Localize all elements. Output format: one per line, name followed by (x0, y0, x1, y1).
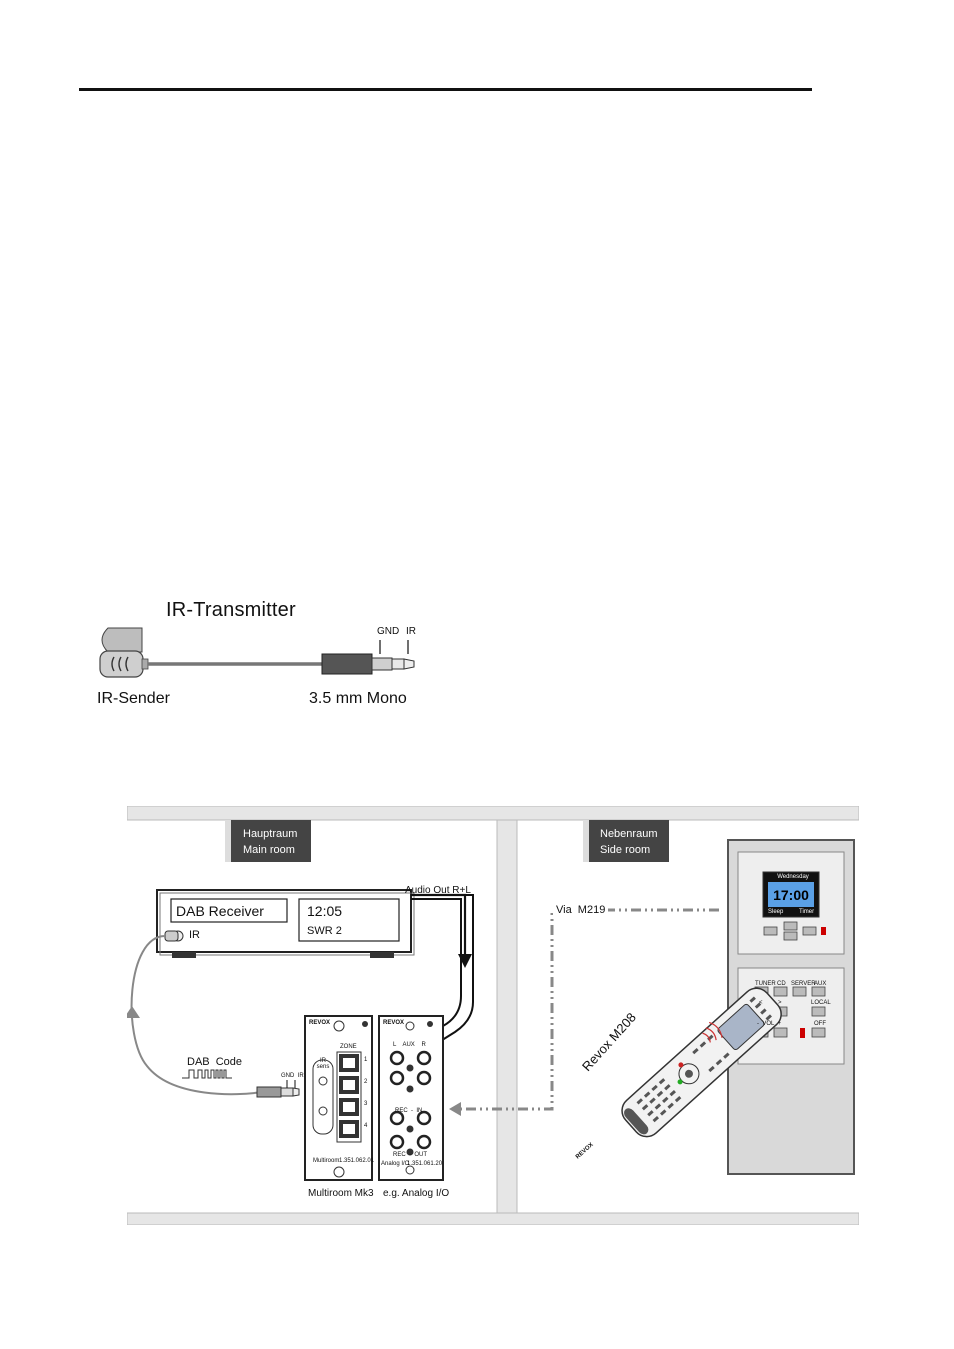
multiroom-ir-sens: IR sens (316, 1058, 330, 1070)
zone-2: 2 (364, 1079, 368, 1085)
keypad-clock: 17:00 (773, 887, 809, 903)
keypad-cd: CD (777, 981, 786, 987)
multiroom-zone: ZONE (340, 1044, 357, 1050)
main-room-label: Hauptraum Main room (243, 826, 297, 858)
analog-rec-in-label: REC - IN (395, 1108, 423, 1114)
main-room-tag (231, 820, 311, 862)
analog-rec-out-label: REC - OUT (393, 1152, 427, 1158)
analog-footer-right: 1.351.061.20 (407, 1161, 443, 1167)
keypad-aux: AUX (814, 981, 827, 987)
dab-code-waveform (182, 1069, 232, 1079)
analog-brand: REVOX (383, 1020, 405, 1026)
zone-3: 3 (364, 1101, 368, 1107)
main-room-line1: Hauptraum (243, 828, 298, 840)
mono-plug-icon (321, 640, 415, 675)
ir-transmitter-title: IR-Transmitter (166, 599, 296, 621)
audio-out-label: Audio Out R+L (405, 885, 471, 896)
receiver-time: 12:05 (307, 903, 343, 919)
rca-jacks (389, 1050, 432, 1150)
wall-middle (496, 819, 518, 1214)
keypad-vol: - VOL + (757, 1021, 781, 1027)
audio-cable-arrow (411, 893, 467, 956)
receiver-foot-left (172, 952, 196, 958)
analog-aux-label: L AUX R (393, 1042, 426, 1048)
setup-diagram: Hauptraum Main room Nebenraum Side room … (127, 806, 859, 1225)
keypad-tuner: TUNER (755, 981, 776, 987)
multiroom-caption: Multiroom Mk3 (308, 1188, 374, 1199)
ir-arrow-up (127, 1006, 140, 1018)
via-label: Via M219 (553, 904, 609, 916)
keypad-sleep: Sleep (768, 909, 784, 915)
plug-label: 3.5 mm Mono (309, 690, 407, 707)
pin-gnd-label: GND (377, 626, 400, 637)
zone-1: 1 (364, 1057, 368, 1063)
keypad-off: OFF (814, 1021, 826, 1027)
analog-caption: e.g. Analog I/O (383, 1188, 450, 1199)
receiver-ir-label: IR (189, 929, 200, 941)
side-room-label: Nebenraum Side room (600, 826, 657, 858)
receiver-display (298, 898, 400, 942)
side-plug-pins: GND IR (281, 1073, 304, 1079)
audio-cable-r (419, 894, 474, 1053)
keypad-next: > (778, 1000, 782, 1006)
dab-code-label: DAB Code (187, 1056, 243, 1068)
keypad-server: SERVER (791, 981, 816, 987)
multiroom-module (304, 1015, 373, 1181)
wall-top (127, 806, 859, 821)
keypad-timer: Timer (799, 909, 815, 915)
via-arrow-head (449, 1102, 461, 1116)
ir-cable-loop (130, 935, 263, 1096)
side-plug (256, 1086, 282, 1098)
side-room-tag (589, 820, 669, 862)
multiroom-brand: REVOX (309, 1020, 331, 1026)
ir-transmitter-drawing (99, 627, 415, 678)
remote-control (621, 987, 782, 1138)
side-room-line1: Nebenraum (600, 828, 658, 840)
keypad-local: LOCAL (811, 1000, 831, 1006)
receiver-name: DAB Receiver (176, 903, 264, 919)
top-rule (79, 88, 812, 91)
via-m219-link (457, 908, 719, 1111)
wall-bottom (127, 1212, 859, 1225)
receiver-station: SWR 2 (307, 925, 342, 937)
setup-diagram-graphics (127, 806, 859, 1225)
keypad-prev: < (759, 1000, 763, 1006)
ir-waves-icon (702, 1021, 723, 1043)
receiver-foot-right (370, 952, 394, 958)
analog-footer-left: Analog I/O (381, 1161, 410, 1167)
keypad-day: Wednesday (777, 874, 809, 880)
ir-sender-icon (99, 627, 149, 678)
main-room-line2: Main room (243, 844, 295, 856)
side-room-line2: Side room (600, 844, 651, 856)
multiroom-footer-left: Multiroom (313, 1158, 340, 1164)
zone-4: 4 (364, 1123, 368, 1129)
ir-sender-label: IR-Sender (97, 690, 170, 707)
receiver-name-box (170, 898, 288, 923)
pin-ir-label: IR (406, 626, 416, 637)
multiroom-footer-right: 1.351.062.01 (339, 1158, 375, 1164)
